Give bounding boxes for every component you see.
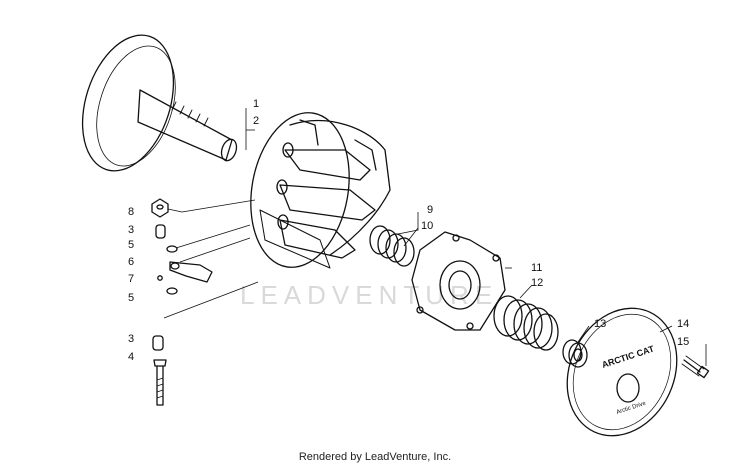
bushing-part-3a <box>155 224 166 239</box>
spring-part-9-10 <box>369 225 415 267</box>
leader-line-9 <box>397 212 419 235</box>
leader-line-10 <box>403 227 419 247</box>
callout-12: 12 <box>531 277 543 289</box>
leader-line-13 <box>577 325 590 343</box>
callout-2: 2 <box>253 115 259 127</box>
cam-plate-part-11 <box>411 231 506 331</box>
moveable-sheave-part <box>81 34 238 172</box>
leader-line-3b <box>163 281 259 319</box>
bushing-part-13 <box>562 339 588 368</box>
leader-line-12 <box>519 284 533 299</box>
clutch-spider-housing <box>250 112 391 269</box>
callout-3b: 3 <box>128 333 134 345</box>
bushing-part-3b <box>152 335 164 351</box>
pin-part-7 <box>157 275 163 281</box>
callout-10: 10 <box>421 220 433 232</box>
callout-4: 4 <box>128 351 134 363</box>
leader-line-8 <box>167 199 256 213</box>
roller-arm-part-6 <box>169 261 213 283</box>
callout-5a: 5 <box>128 239 134 251</box>
leader-line-14 <box>659 325 673 333</box>
cover-brand-text: ARCTIC CAT <box>601 343 656 369</box>
callout-8: 8 <box>128 206 134 218</box>
leader-line-5a <box>175 224 251 249</box>
bolt-part-4 <box>153 359 167 406</box>
spring-part-12 <box>493 295 559 351</box>
footer-credit: Rendered by LeadVenture, Inc. <box>298 451 452 463</box>
washer-part-5b <box>166 287 178 295</box>
cover-drive-text: Arctic Drive <box>616 401 648 416</box>
callout-9: 9 <box>427 204 433 216</box>
callout-5b: 5 <box>128 292 134 304</box>
washer-part-5a <box>166 245 178 253</box>
callout-7: 7 <box>128 273 134 285</box>
leader-line-6 <box>179 237 251 263</box>
cover-plate-part-14 <box>566 307 678 437</box>
callout-1: 1 <box>253 98 259 110</box>
callout-14: 14 <box>677 318 689 330</box>
watermark-text: LEADVENTURE <box>240 280 498 310</box>
callout-3a: 3 <box>128 224 134 236</box>
bolt-part-15 <box>681 355 710 379</box>
callout-labels: 1 2 3 3 4 5 5 6 7 8 9 10 11 12 13 14 15 <box>128 98 689 363</box>
callout-15: 15 <box>677 336 689 348</box>
callout-6: 6 <box>128 256 134 268</box>
callout-13: 13 <box>594 318 606 330</box>
nut-part-8 <box>151 198 169 218</box>
callout-11: 11 <box>531 262 542 274</box>
